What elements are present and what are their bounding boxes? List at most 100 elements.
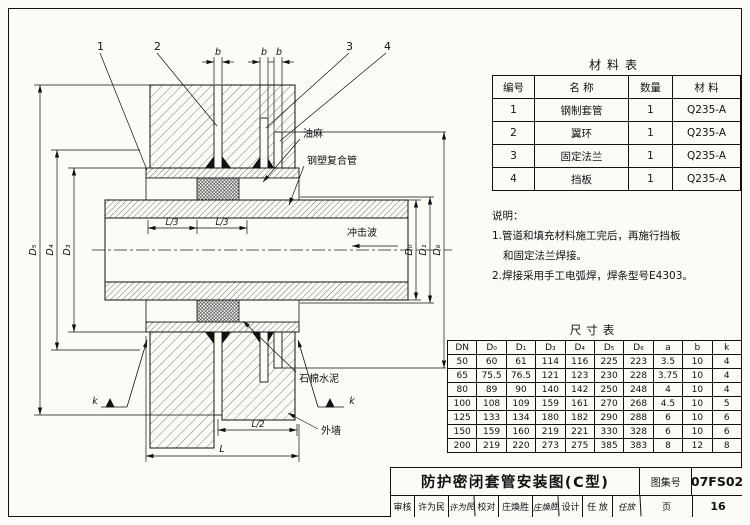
dim-cell: 6 bbox=[711, 424, 743, 439]
dim-col-header: D₀ bbox=[476, 340, 507, 355]
dim-b-flange: b bbox=[261, 47, 267, 58]
dimension-table-title: 尺寸表 bbox=[569, 323, 620, 337]
checker-label: 校对 bbox=[475, 496, 499, 517]
dim-cell: 140 bbox=[535, 382, 566, 397]
material-col-header: 数量 bbox=[628, 75, 673, 99]
dim-cell: 12 bbox=[682, 438, 713, 453]
dim-cell: 161 bbox=[564, 396, 595, 411]
dim-cell: 125 bbox=[446, 410, 478, 425]
dim-cell: 230 bbox=[593, 368, 625, 383]
dim-cell: 383 bbox=[623, 438, 654, 453]
callout-4: 4 bbox=[384, 40, 391, 53]
material-cell: 1 bbox=[628, 121, 673, 145]
material-cell: 1 bbox=[628, 144, 673, 168]
dim-row: 100 108 109 159 161 270 268 4.5 10 5 bbox=[446, 396, 743, 411]
dim-cell: 6 bbox=[711, 410, 743, 425]
dim-cell: 328 bbox=[623, 424, 654, 439]
dim-row: 50 60 61 114 116 225 223 3.5 10 4 bbox=[446, 354, 743, 369]
dim-row: 80 89 90 140 142 250 248 4 10 4 bbox=[446, 382, 743, 397]
dim-cell: 116 bbox=[564, 354, 595, 369]
dim-cell: 4.5 bbox=[652, 396, 684, 411]
sheet-frame bbox=[8, 8, 742, 517]
dim-k-left: k bbox=[92, 396, 98, 407]
dim-cell: 10 bbox=[682, 410, 713, 425]
dim-cell: 270 bbox=[593, 396, 625, 411]
reviewer-signature: 许为民 bbox=[448, 495, 476, 518]
dimension-lines bbox=[34, 57, 447, 462]
dim-row: 125 133 134 180 182 290 288 6 10 6 bbox=[446, 410, 743, 425]
dim-cell: 5 bbox=[711, 396, 743, 411]
material-cell: 挡板 bbox=[534, 167, 629, 191]
dim-cell: 290 bbox=[593, 410, 625, 425]
pipe-section bbox=[104, 199, 409, 301]
weld-symbol-k-right bbox=[297, 339, 344, 408]
dim-row: 65 75.5 76.5 121 123 230 228 3.75 10 4 bbox=[446, 368, 743, 383]
dim-cell: 109 bbox=[505, 396, 537, 411]
page-number: 16 bbox=[710, 500, 726, 513]
title-block-row-1: 防护密闭套管安装图(C型) 图集号 07FS02 bbox=[391, 468, 742, 496]
atlas-no-label: 图集号 bbox=[640, 468, 693, 495]
note-line: 和固定法兰焊接。 bbox=[503, 250, 587, 262]
dim-row: 200 219 220 273 275 385 383 8 12 8 bbox=[446, 438, 743, 453]
dim-cell: 200 bbox=[446, 438, 478, 453]
dim-d5: D₅ bbox=[28, 244, 39, 255]
material-cell: Q235-A bbox=[672, 98, 741, 122]
material-col-header: 编号 bbox=[492, 75, 535, 99]
dim-cell: 6 bbox=[652, 410, 684, 425]
material-row: 4 挡板 1 Q235-A bbox=[492, 167, 741, 191]
material-row: 2 翼环 1 Q235-A bbox=[492, 121, 741, 145]
dim-row: 150 159 160 219 221 330 328 6 10 6 bbox=[446, 424, 743, 439]
label-shockwave: 冲击波 bbox=[347, 226, 377, 239]
designer-signature: 任放 bbox=[612, 495, 642, 518]
dim-cell: 6 bbox=[652, 424, 684, 439]
dim-l: L bbox=[219, 444, 224, 455]
dim-cell: 219 bbox=[535, 424, 566, 439]
dim-cell: 134 bbox=[505, 410, 537, 425]
material-cell: Q235-A bbox=[672, 144, 741, 168]
material-cell: Q235-A bbox=[672, 167, 741, 191]
dim-cell: 160 bbox=[505, 424, 537, 439]
material-cell: 3 bbox=[492, 144, 535, 168]
note-line: 1.管道和填充材料施工完后，再施行挡板 bbox=[492, 230, 681, 242]
dim-col-header: k bbox=[711, 340, 743, 355]
dim-cell: 223 bbox=[623, 354, 654, 369]
dim-cell: 65 bbox=[446, 368, 478, 383]
dim-l3-left: L/3 bbox=[165, 218, 178, 228]
note-line: 2.焊接采用手工电弧焊，焊条型号E4303。 bbox=[492, 270, 693, 282]
dim-d0: D₀ bbox=[404, 244, 415, 255]
dim-col-header: a bbox=[652, 340, 684, 355]
material-cell: Q235-A bbox=[672, 121, 741, 145]
dim-cell: 80 bbox=[446, 382, 478, 397]
material-cell: 固定法兰 bbox=[534, 144, 629, 168]
callout-2: 2 bbox=[154, 40, 161, 53]
dim-cell: 225 bbox=[593, 354, 625, 369]
dim-b-baffle: b bbox=[276, 47, 282, 58]
packing-asbestos-cement bbox=[196, 177, 240, 323]
material-cell: 翼环 bbox=[534, 121, 629, 145]
dim-cell: 4 bbox=[711, 354, 743, 369]
dim-cell: 159 bbox=[535, 396, 566, 411]
dim-cell: 3.5 bbox=[652, 354, 684, 369]
dim-cell: 60 bbox=[476, 354, 507, 369]
material-table-title: 材料表 bbox=[588, 58, 643, 72]
label-composite-pipe: 钢塑复合管 bbox=[307, 154, 357, 167]
material-table: 编号 名 称 数量 材 料 1 钢制套管 1 Q235-A 2 翼环 1 Q23… bbox=[492, 75, 741, 191]
material-cell: 1 bbox=[628, 167, 673, 191]
label-oakum: 油麻 bbox=[303, 127, 323, 140]
dim-cell: 10 bbox=[682, 396, 713, 411]
wall-section bbox=[149, 84, 296, 449]
dim-cell: 159 bbox=[476, 424, 507, 439]
title-block: 防护密闭套管安装图(C型) 图集号 07FS02 审核 许为民 许为民 校对 庄… bbox=[390, 467, 742, 518]
dim-cell: 89 bbox=[476, 382, 507, 397]
material-cell: 1 bbox=[492, 98, 535, 122]
dim-col-header: D₃ bbox=[535, 340, 566, 355]
designer-name: 任 放 bbox=[583, 496, 613, 517]
dim-cell: 221 bbox=[564, 424, 595, 439]
reviewer-label: 审核 bbox=[391, 496, 415, 517]
dim-cell: 268 bbox=[623, 396, 654, 411]
dim-cell: 330 bbox=[593, 424, 625, 439]
designer-label: 设计 bbox=[559, 496, 583, 517]
material-col-header: 名 称 bbox=[534, 75, 629, 99]
material-cell: 2 bbox=[492, 121, 535, 145]
atlas-number: 07FS02 bbox=[692, 474, 742, 489]
